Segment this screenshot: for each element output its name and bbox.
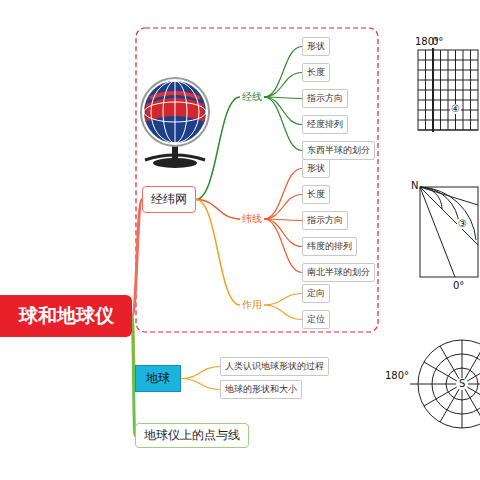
node-text: 定向 <box>307 287 325 300</box>
branch-line <box>264 47 302 98</box>
leaf-box: 形状 <box>302 159 330 178</box>
leaf-box: 长度 <box>302 63 330 82</box>
leaf-box: 南北半球的划分 <box>302 263 375 282</box>
branch-line <box>264 219 302 273</box>
node-text: 长度 <box>307 188 325 201</box>
node-text: 指示方向 <box>307 214 343 227</box>
node-text: 指示方向 <box>307 92 343 105</box>
polar-sector-map <box>420 187 478 277</box>
leaf-box: 指示方向 <box>302 211 348 230</box>
globe-illustration <box>141 78 209 168</box>
leaf-box: 地球的形状和大小 <box>220 380 302 399</box>
node-text: 南北半球的划分 <box>307 266 370 279</box>
map-label: 0° <box>431 37 444 47</box>
leaf-box: 指示方向 <box>302 89 348 108</box>
topic-box: 地球仪上的点与线 <box>135 423 249 448</box>
node-text: 经线 <box>242 90 262 104</box>
node-text: 东西半球的划分 <box>307 144 370 157</box>
branch-line <box>181 379 220 390</box>
node-text: 长度 <box>307 66 325 79</box>
node-text: 地球的形状和大小 <box>225 383 297 396</box>
branch-line <box>264 219 302 247</box>
node-text: 人类认识地球形状的过程 <box>225 360 324 373</box>
node-text: 地球 <box>146 370 170 387</box>
node-text: 形状 <box>307 162 325 175</box>
map-label: 180° <box>384 371 410 381</box>
leaf-box: 东西半球的划分 <box>302 141 375 160</box>
node-text: 经纬网 <box>151 191 187 208</box>
leaf-box: 纬度的排列 <box>302 237 357 256</box>
node-text: 作用 <box>242 298 262 312</box>
topic-box: 经纬网 <box>142 186 196 213</box>
leaf-box: 经度排列 <box>302 115 348 134</box>
branch-line <box>264 195 302 220</box>
branch-line <box>264 97 302 125</box>
branch-line <box>264 294 302 306</box>
branch-line <box>132 200 142 317</box>
grid-map <box>418 48 478 132</box>
branch-line <box>181 367 220 379</box>
branch-text: 经线 <box>240 89 264 105</box>
leaf-box: 长度 <box>302 185 330 204</box>
leaf-box: 人类认识地球形状的过程 <box>220 357 329 376</box>
node-text: 地球仪上的点与线 <box>144 427 240 444</box>
node-text: 经度排列 <box>307 118 343 131</box>
root-topic: 球和地球仪 <box>0 295 132 337</box>
branch-line <box>196 200 240 306</box>
node-text: 球和地球仪 <box>19 303 114 329</box>
topic-box: 地球 <box>135 365 181 392</box>
node-text: 纬线 <box>242 212 262 226</box>
polar-circle-map <box>410 340 480 428</box>
map-label: ④ <box>450 104 461 114</box>
branch-line <box>264 305 302 320</box>
branch-line <box>264 169 302 220</box>
branch-line <box>196 97 240 200</box>
leaf-box: 定位 <box>302 310 330 329</box>
node-text: 形状 <box>307 40 325 53</box>
node-text: 定位 <box>307 313 325 326</box>
branch-line <box>264 73 302 98</box>
map-label: ③ <box>457 219 468 229</box>
dashed-frame <box>136 28 378 332</box>
branch-line <box>264 97 302 151</box>
leaf-box: 形状 <box>302 37 330 56</box>
node-text: 纬度的排列 <box>307 240 352 253</box>
leaf-box: 定向 <box>302 284 330 303</box>
map-label: N <box>410 181 419 191</box>
map-label: 0° <box>452 281 465 291</box>
branch-text: 作用 <box>240 297 264 313</box>
branch-text: 纬线 <box>240 211 264 227</box>
map-label: S <box>458 379 466 389</box>
